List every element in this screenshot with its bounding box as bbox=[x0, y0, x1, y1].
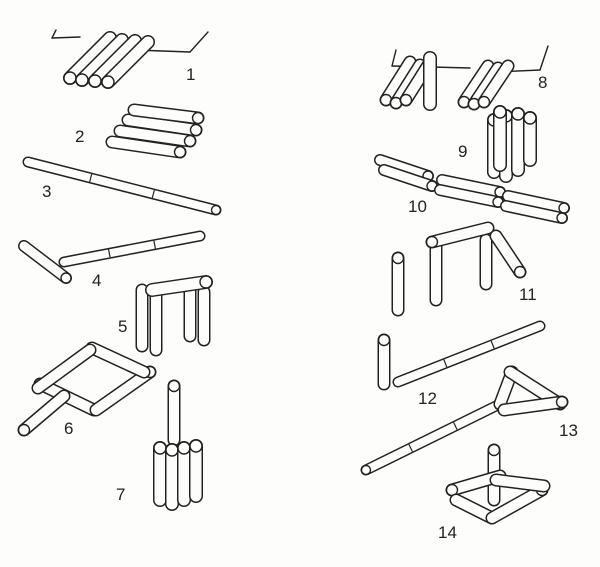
figure-6 bbox=[17, 341, 157, 437]
label-7: 7 bbox=[116, 485, 126, 504]
figure-12 bbox=[377, 320, 546, 391]
label-1: 1 bbox=[186, 65, 196, 84]
figure-1 bbox=[51, 29, 209, 89]
figure-9 bbox=[487, 105, 537, 183]
label-14: 14 bbox=[438, 523, 457, 542]
label-11: 11 bbox=[519, 285, 537, 304]
figure-14 bbox=[445, 443, 551, 525]
figure-13 bbox=[360, 365, 569, 476]
figure-3 bbox=[22, 156, 222, 216]
figure-10 bbox=[374, 154, 570, 224]
figure-7 bbox=[153, 379, 203, 511]
label-9: 9 bbox=[458, 142, 468, 161]
label-12: 12 bbox=[418, 389, 437, 408]
figure-2 bbox=[105, 103, 205, 159]
label-8: 8 bbox=[538, 73, 548, 92]
figure-11 bbox=[391, 221, 527, 317]
label-5: 5 bbox=[118, 317, 128, 336]
label-6: 6 bbox=[64, 419, 74, 438]
label-10: 10 bbox=[408, 197, 427, 216]
figure-5 bbox=[135, 275, 213, 357]
label-13: 13 bbox=[559, 421, 578, 440]
label-3: 3 bbox=[42, 182, 52, 201]
figure-8 bbox=[379, 45, 549, 111]
label-4: 4 bbox=[92, 271, 102, 290]
figure-4 bbox=[18, 230, 206, 284]
label-2: 2 bbox=[75, 127, 85, 146]
